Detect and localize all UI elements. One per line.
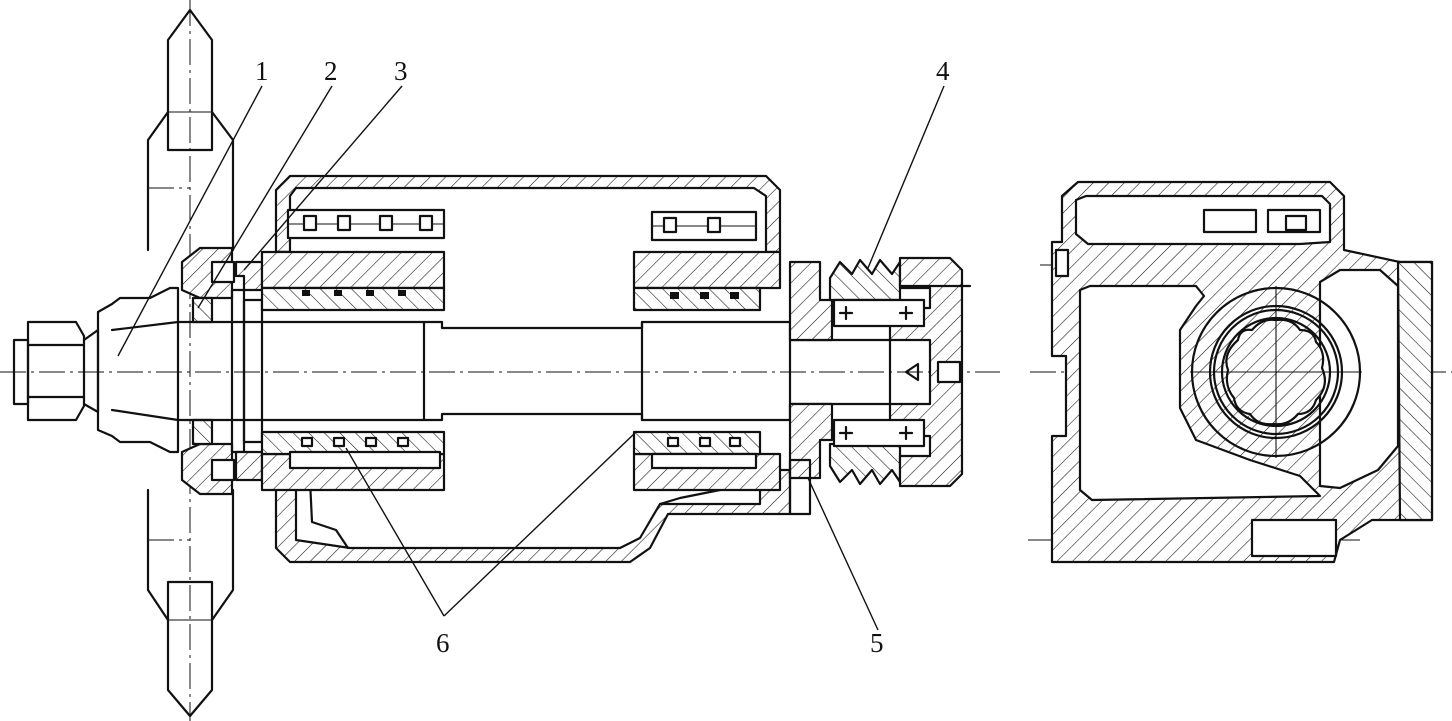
callout-2: 2 [324,56,338,86]
callout-3: 3 [394,56,408,86]
rear-bearing-sleeve [632,210,782,492]
end-view-housing [1050,180,1434,564]
pulley [828,256,972,488]
front-bearing-sleeve [260,208,446,492]
callout-4: 4 [936,56,950,86]
callout-5: 5 [870,628,884,658]
callout-1: 1 [255,56,269,86]
bearing-elements [300,214,742,448]
leader-lines [117,85,945,631]
grinding-wheel [146,8,235,718]
callout-numbers: 1 2 3 4 5 6 [255,56,950,658]
callout-6: 6 [436,628,450,658]
taper-arbor [96,286,180,454]
arbor-nut [12,320,100,422]
front-flange [176,246,264,496]
rear-end-plate [788,260,834,516]
